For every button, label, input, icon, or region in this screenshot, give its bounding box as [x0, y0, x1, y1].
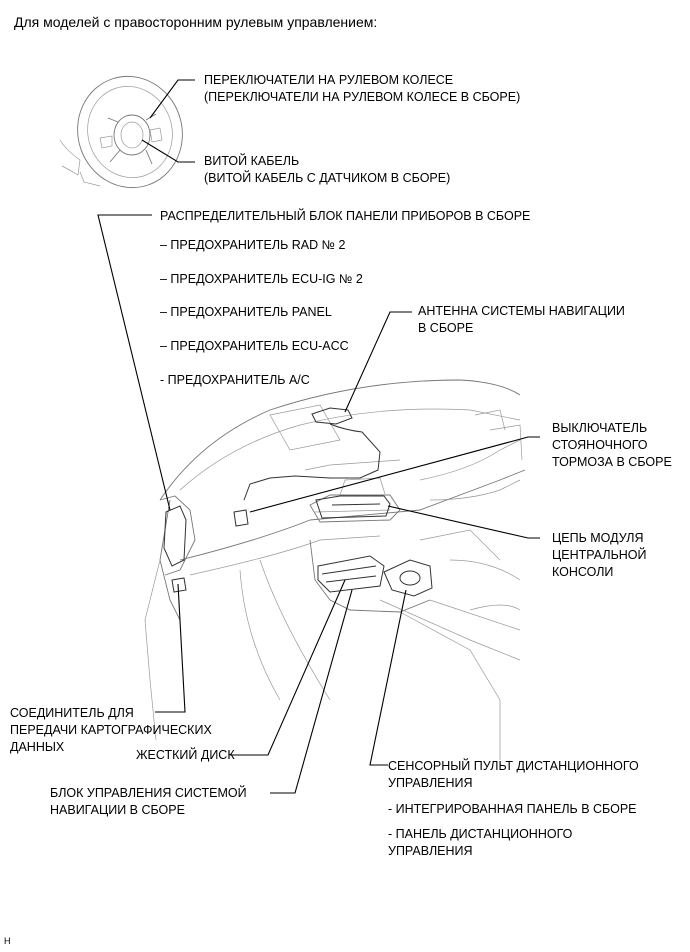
nav-ecu-label-2: НАВИГАЦИИ В СБОРЕ — [50, 803, 185, 817]
leader-lines — [97, 79, 540, 794]
touch-remote-label-4: - ПАНЕЛЬ ДИСТАНЦИОННОГО — [388, 827, 573, 841]
console-module-label-2: ЦЕНТРАЛЬНОЙ — [552, 548, 647, 562]
touch-remote-label-2: УПРАВЛЕНИЯ — [388, 776, 473, 790]
map-connector-label-3: ДАННЫХ — [10, 740, 65, 754]
fuse-ac-label: - ПРЕДОХРАНИТЕЛЬ A/C — [160, 373, 310, 387]
console-module-label-3: КОНСОЛИ — [552, 565, 614, 579]
fuse-rad-label: – ПРЕДОХРАНИТЕЛЬ RAD № 2 — [160, 238, 346, 252]
parking-brake-label-2: СТОЯНОЧНОГО — [552, 438, 648, 452]
parking-brake-label-3: ТОРМОЗА В СБОРЕ — [552, 455, 672, 469]
fuse-panel-label: – ПРЕДОХРАНИТЕЛЬ PANEL — [160, 305, 332, 319]
hdd-label: ЖЕСТКИЙ ДИСК — [136, 748, 235, 762]
navigation-antenna-illustration — [243, 407, 381, 501]
fuse-ecu-acc-label: – ПРЕДОХРАНИТЕЛЬ ECU-ACC — [160, 339, 349, 353]
center-module-illustration — [315, 495, 391, 519]
map-connector-label-1: СОЕДИНИТЕЛЬ ДЛЯ — [10, 706, 134, 720]
touch-remote-label-1: СЕНСОРНЫЙ ПУЛЬТ ДИСТАНЦИОННОГО — [388, 759, 639, 773]
spiral-cable-label: ВИТОЙ КАБЕЛЬ — [204, 154, 300, 168]
map-connector-label-2: ПЕРЕДАЧИ КАРТОГРАФИЧЕСКИХ — [10, 723, 212, 737]
touch-remote-illustration — [383, 559, 433, 597]
nav-ecu-label-1: БЛОК УПРАВЛЕНИЯ СИСТЕМОЙ — [50, 786, 247, 800]
steering-switch-label: ПЕРЕКЛЮЧАТЕЛИ НА РУЛЕВОМ КОЛЕСЕ — [204, 73, 454, 87]
console-module-label-1: ЦЕПЬ МОДУЛЯ — [552, 531, 644, 545]
antenna-label: АНТЕННА СИСТЕМЫ НАВИГАЦИИ — [418, 304, 625, 318]
junction-block-illustration — [163, 505, 249, 593]
page-title: Для моделей с правосторонним рулевым упр… — [14, 14, 378, 30]
parking-brake-label-1: ВЫКЛЮЧАТЕЛЬ — [552, 421, 648, 435]
navigation-ecu-illustration — [317, 555, 385, 593]
steering-wheel-illustration — [59, 75, 183, 189]
figure-code: H — [4, 936, 11, 946]
fuse-ecu-ig-label: – ПРЕДОХРАНИТЕЛЬ ECU-IG № 2 — [160, 272, 363, 286]
spiral-cable-sublabel: (ВИТОЙ КАБЕЛЬ С ДАТЧИКОМ В СБОРЕ) — [204, 171, 451, 185]
dashboard-outline — [144, 379, 526, 760]
touch-remote-label-5: УПРАВЛЕНИЯ — [388, 844, 473, 858]
junction-block-label: РАСПРЕДЕЛИТЕЛЬНЫЙ БЛОК ПАНЕЛИ ПРИБОРОВ В… — [160, 209, 531, 223]
antenna-sublabel: В СБОРЕ — [418, 321, 474, 335]
steering-switch-sublabel: (ПЕРЕКЛЮЧАТЕЛИ НА РУЛЕВОМ КОЛЕСЕ В СБОРЕ… — [204, 90, 521, 104]
touch-remote-label-3: - ИНТЕГРИРОВАННАЯ ПАНЕЛЬ В СБОРЕ — [388, 802, 637, 816]
